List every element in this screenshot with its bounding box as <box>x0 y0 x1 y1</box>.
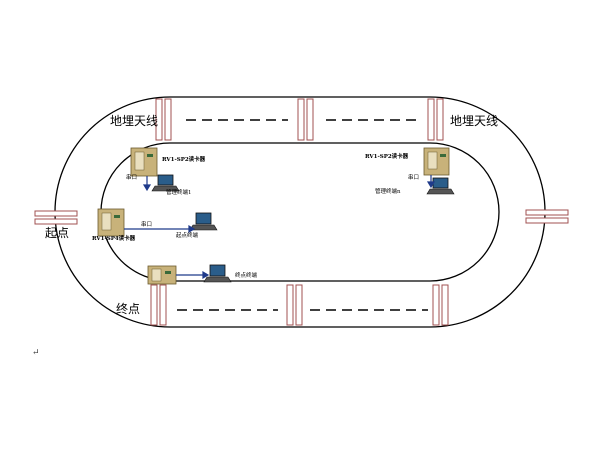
laptop-icon-finish <box>203 264 232 283</box>
serial-arrows <box>124 175 436 280</box>
antenna-top-middle <box>297 98 314 141</box>
track-outer-boundary <box>54 96 546 328</box>
label-port-start: 串口 <box>141 222 153 228</box>
label-antenna-left: 地埋天线 <box>110 114 159 128</box>
antenna-left-side <box>34 210 78 225</box>
label-terminal-finish: 终点终端 <box>235 273 258 279</box>
label-reader-top-right: RV1-SP2读卡器 <box>365 154 409 160</box>
label-reader-start: RV1-SP4读卡器 <box>92 236 136 242</box>
label-terminal-start: 起点终端 <box>176 233 199 239</box>
track-inner-boundary <box>100 142 500 282</box>
antenna-bottom-left <box>150 284 167 326</box>
antenna-bottom-middle <box>286 284 303 326</box>
reader-cabinet-top-right <box>423 147 450 176</box>
label-antenna-right: 地埋天线 <box>450 114 499 128</box>
reader-cabinet-start <box>97 208 125 237</box>
label-finish: 终点 <box>116 302 141 316</box>
antenna-right-side <box>525 209 569 224</box>
laptop-icon-mgmt-n <box>426 177 455 195</box>
label-port-top-right: 串口 <box>408 175 420 181</box>
antenna-top-left <box>155 98 172 141</box>
reader-cabinet-top-left <box>130 147 158 177</box>
antenna-bottom-right <box>432 284 449 326</box>
laptop-icon-mgmt-1 <box>151 174 180 192</box>
laptop-icon-start <box>189 212 218 231</box>
paragraph-return-mark: ↵ <box>32 348 40 358</box>
label-start: 起点 <box>45 226 70 240</box>
label-reader-top-left: RV1-SP2读卡器 <box>162 157 206 163</box>
reader-cabinet-finish <box>147 265 177 285</box>
label-terminal-mgmt-1: 管理终端1 <box>166 190 192 196</box>
label-port-top-left: 串口 <box>126 175 138 181</box>
label-terminal-mgmt-n: 管理终端n <box>375 189 401 195</box>
antenna-top-right <box>427 98 444 141</box>
